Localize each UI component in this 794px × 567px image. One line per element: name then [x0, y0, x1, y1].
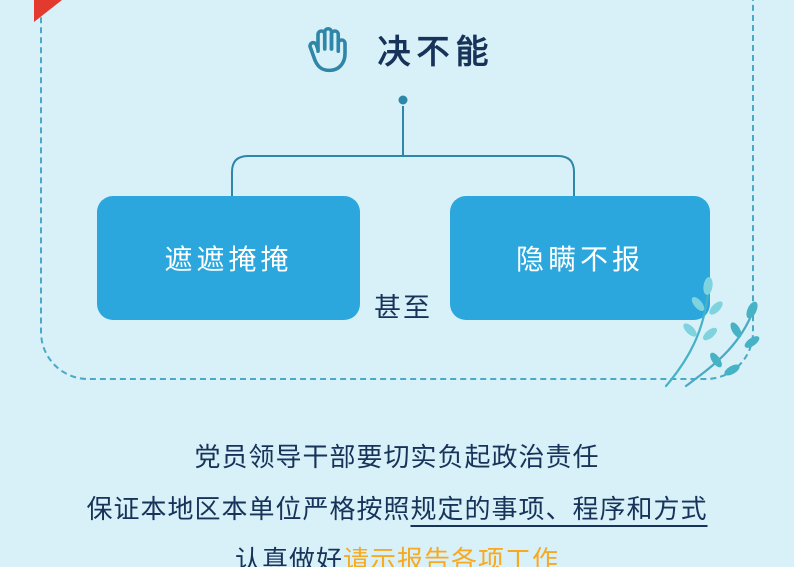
footer-text-block: 党员领导干部要切实负起政治责任 保证本地区本单位严格按照规定的事项、程序和方式 … [0, 441, 794, 567]
left-box: 遮遮掩掩 [97, 196, 360, 320]
header: 决不能 [0, 22, 794, 76]
footer-line-3: 认真做好请示报告各项工作 [0, 544, 794, 567]
footer-line-3-prefix: 认真做好 [234, 545, 343, 567]
raised-hand-icon [307, 27, 347, 73]
footer-line-2: 保证本地区本单位严格按照规定的事项、程序和方式 [0, 493, 794, 526]
footer-line-1: 党员领导干部要切实负起政治责任 [194, 442, 600, 472]
right-box-label: 隐瞒不报 [515, 244, 644, 275]
footer-line-2-prefix: 保证本地区本单位严格按照 [86, 493, 411, 524]
right-box: 隐瞒不报 [450, 196, 710, 320]
footer-line-2-underlined: 规定的事项、程序和方式 [410, 493, 708, 524]
corner-flag-decoration-icon [34, 0, 62, 22]
left-box-label: 遮遮掩掩 [164, 244, 293, 275]
diagram-title: 决不能 [377, 33, 495, 70]
dashed-border-frame [40, 0, 754, 380]
middle-label: 甚至 [374, 293, 432, 323]
leaf-sprig-decoration-icon [664, 277, 760, 388]
footer-line-3-highlight: 请示报告各项工作 [343, 545, 560, 567]
